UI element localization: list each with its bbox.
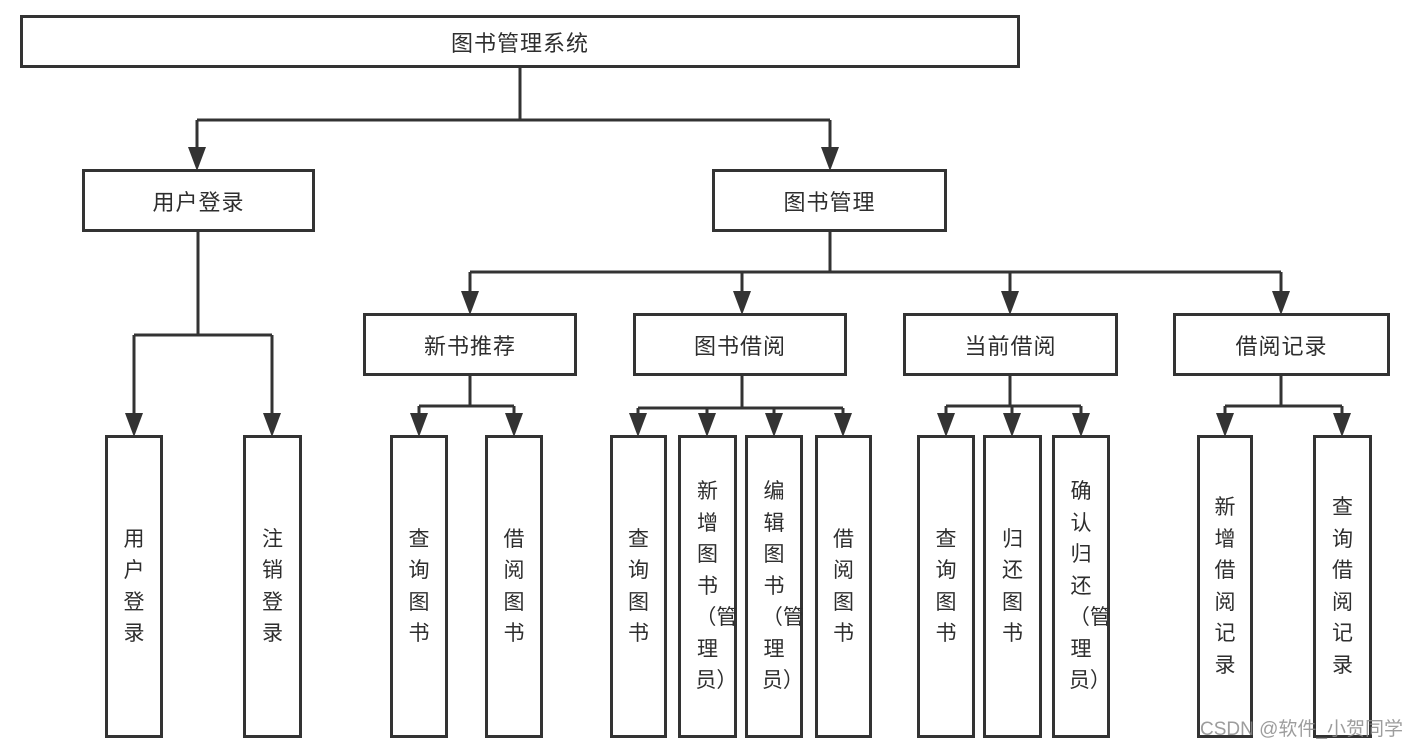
connector-arrowheads bbox=[125, 147, 1351, 437]
node-label: 查询图书 bbox=[627, 527, 649, 646]
node-label: 注销登录 bbox=[261, 527, 283, 646]
node-label: 图书借阅 bbox=[693, 333, 786, 359]
node-label: 图书管理 bbox=[783, 189, 876, 215]
node-current-borrowing: 当前借阅 bbox=[903, 313, 1118, 376]
node-label: 借阅记录 bbox=[1235, 333, 1328, 359]
node-user-login: 用户登录 bbox=[82, 169, 315, 232]
leaf-borrow-books-recommend: 借阅图书 bbox=[485, 435, 543, 738]
leaf-return-books: 归还图书 bbox=[983, 435, 1042, 738]
node-book-borrowing: 图书借阅 bbox=[633, 313, 847, 376]
leaf-query-books-borrowing: 查询图书 bbox=[610, 435, 667, 738]
leaf-edit-books-admin: 编辑图书（管理员） bbox=[745, 435, 804, 738]
leaf-user-login: 用户登录 bbox=[105, 435, 163, 738]
watermark: CSDN @软件_小贺同学 bbox=[1200, 719, 1403, 740]
node-book-management: 图书管理 bbox=[712, 169, 947, 232]
leaf-query-borrow-record: 查询借阅记录 bbox=[1313, 435, 1372, 738]
leaf-add-borrow-record: 新增借阅记录 bbox=[1197, 435, 1253, 738]
leaf-query-books-recommend: 查询图书 bbox=[390, 435, 448, 738]
node-label: 归还图书 bbox=[1001, 527, 1023, 646]
node-borrowing-records: 借阅记录 bbox=[1173, 313, 1390, 376]
node-label: 查询图书 bbox=[935, 527, 957, 646]
leaf-logout: 注销登录 bbox=[243, 435, 302, 738]
node-label: 新书推荐 bbox=[423, 333, 516, 359]
node-label: 用户登录 bbox=[152, 189, 245, 215]
node-label: 查询图书 bbox=[408, 527, 430, 646]
node-label: 借阅图书 bbox=[832, 527, 854, 646]
node-label: 新增借阅记录 bbox=[1214, 496, 1236, 677]
node-label: 新增图书（管理员） bbox=[695, 480, 738, 693]
node-label: 用户登录 bbox=[123, 527, 145, 646]
leaf-borrow-books-borrowing: 借阅图书 bbox=[815, 435, 872, 738]
leaf-confirm-return-admin: 确认归还（管理员） bbox=[1052, 435, 1111, 738]
node-label: 编辑图书（管理员） bbox=[761, 480, 804, 693]
node-label: 查询借阅记录 bbox=[1331, 496, 1353, 677]
node-label: 确认归还（管理员） bbox=[1068, 480, 1111, 693]
node-root: 图书管理系统 bbox=[20, 15, 1020, 68]
node-label: 当前借阅 bbox=[964, 333, 1057, 359]
node-label: 图书管理系统 bbox=[450, 30, 589, 56]
node-label: 借阅图书 bbox=[503, 527, 525, 646]
node-new-book-recommendation: 新书推荐 bbox=[363, 313, 577, 376]
leaf-query-books-current: 查询图书 bbox=[917, 435, 975, 738]
leaf-add-books-admin: 新增图书（管理员） bbox=[678, 435, 737, 738]
